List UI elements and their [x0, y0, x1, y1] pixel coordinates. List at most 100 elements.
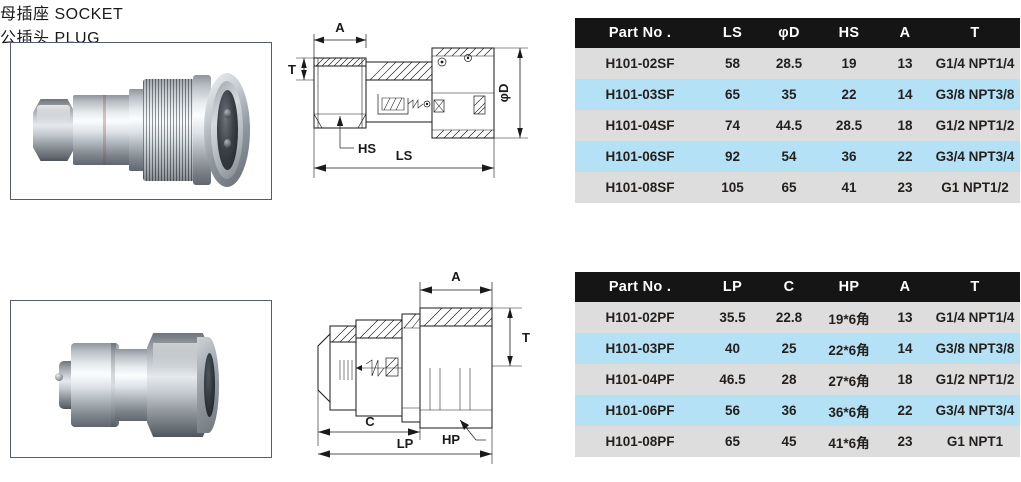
cell-phid: 28.5 — [760, 48, 818, 79]
socket-col-hs: HS — [818, 18, 880, 48]
cell-part-no: H101-06PF — [575, 395, 705, 426]
socket-col-t: T — [930, 18, 1020, 48]
table-row: H101-06SF 92 54 36 22 G3/4 NPT3/4 — [575, 141, 1020, 172]
socket-dim-ls-label: LS — [396, 148, 413, 163]
cell-hs: 19 — [818, 48, 880, 79]
socket-dim-hs-label: HS — [358, 141, 376, 156]
cell-a: 18 — [880, 364, 930, 395]
socket-engineering-drawing: A T HS LS φD — [282, 18, 540, 198]
cell-part-no: H101-02SF — [575, 48, 705, 79]
plug-dim-t-label: T — [522, 330, 530, 345]
plug-col-a: A — [880, 272, 930, 302]
socket-photo — [11, 43, 271, 199]
cell-ls: 58 — [705, 48, 760, 79]
cell-t: G1/4 NPT1/4 — [930, 48, 1020, 79]
plug-dim-c-label: C — [365, 414, 375, 429]
cell-lp: 65 — [705, 426, 760, 457]
plug-col-hp: HP — [818, 272, 880, 302]
table-row: H101-02SF 58 28.5 19 13 G1/4 NPT1/4 — [575, 48, 1020, 79]
cell-phid: 35 — [760, 79, 818, 110]
plug-dim-a-label: A — [451, 269, 461, 284]
socket-col-a: A — [880, 18, 930, 48]
socket-spec-table: Part No . LS φD HS A T H101-02SF 58 28.5… — [575, 18, 1020, 203]
cell-part-no: H101-04PF — [575, 364, 705, 395]
cell-lp: 35.5 — [705, 302, 760, 333]
cell-hs: 28.5 — [818, 110, 880, 141]
socket-section-title: 母插座 SOCKET — [0, 6, 124, 23]
cell-hp: 41*6角 — [818, 426, 880, 457]
cell-t: G1 NPT1/2 — [930, 172, 1020, 203]
cell-part-no: H101-03SF — [575, 79, 705, 110]
plug-col-part-no: Part No . — [575, 272, 705, 302]
plug-dim-lp-label: LP — [397, 436, 414, 451]
cell-ls: 92 — [705, 141, 760, 172]
cell-t: G1 NPT1 — [930, 426, 1020, 457]
cell-lp: 56 — [705, 395, 760, 426]
table-row: H101-02PF 35.5 22.8 19*6角 13 G1/4 NPT1/4 — [575, 302, 1020, 333]
plug-col-lp: LP — [705, 272, 760, 302]
cell-hp: 36*6角 — [818, 395, 880, 426]
cell-part-no: H101-03PF — [575, 333, 705, 364]
cell-hp: 22*6角 — [818, 333, 880, 364]
table-row: H101-04SF 74 44.5 28.5 18 G1/2 NPT1/2 — [575, 110, 1020, 141]
socket-col-part-no: Part No . — [575, 18, 705, 48]
cell-hs: 36 — [818, 141, 880, 172]
cell-hs: 41 — [818, 172, 880, 203]
table-row: H101-06PF 56 36 36*6角 22 G3/4 NPT3/4 — [575, 395, 1020, 426]
cell-t: G3/8 NPT3/8 — [930, 333, 1020, 364]
cell-c: 28 — [760, 364, 818, 395]
socket-col-phid: φD — [760, 18, 818, 48]
plug-spec-table: Part No . LP C HP A T H101-02PF 35.5 22.… — [575, 272, 1020, 457]
table-row: H101-03PF 40 25 22*6角 14 G3/8 NPT3/8 — [575, 333, 1020, 364]
cell-lp: 40 — [705, 333, 760, 364]
cell-a: 13 — [880, 48, 930, 79]
cell-c: 36 — [760, 395, 818, 426]
cell-lp: 46.5 — [705, 364, 760, 395]
cell-part-no: H101-02PF — [575, 302, 705, 333]
cell-hp: 19*6角 — [818, 302, 880, 333]
cell-phid: 44.5 — [760, 110, 818, 141]
cell-a: 23 — [880, 426, 930, 457]
socket-dim-phid-label: φD — [496, 84, 511, 103]
table-row: H101-04PF 46.5 28 27*6角 18 G1/2 NPT1/2 — [575, 364, 1020, 395]
plug-col-t: T — [930, 272, 1020, 302]
cell-hp: 27*6角 — [818, 364, 880, 395]
plug-photo — [11, 301, 271, 457]
cell-phid: 54 — [760, 141, 818, 172]
cell-hs: 22 — [818, 79, 880, 110]
socket-table-header-row: Part No . LS φD HS A T — [575, 18, 1020, 48]
cell-t: G1/4 NPT1/4 — [930, 302, 1020, 333]
socket-dim-a-label: A — [335, 20, 345, 35]
cell-t: G3/8 NPT3/8 — [930, 79, 1020, 110]
cell-part-no: H101-08PF — [575, 426, 705, 457]
cell-ls: 105 — [705, 172, 760, 203]
cell-a: 14 — [880, 79, 930, 110]
cell-part-no: H101-06SF — [575, 141, 705, 172]
cell-ls: 65 — [705, 79, 760, 110]
socket-col-ls: LS — [705, 18, 760, 48]
plug-photo-frame — [10, 300, 272, 458]
cell-phid: 65 — [760, 172, 818, 203]
cell-c: 25 — [760, 333, 818, 364]
table-row: H101-08SF 105 65 41 23 G1 NPT1/2 — [575, 172, 1020, 203]
plug-col-c: C — [760, 272, 818, 302]
cell-part-no: H101-04SF — [575, 110, 705, 141]
cell-a: 13 — [880, 302, 930, 333]
cell-part-no: H101-08SF — [575, 172, 705, 203]
plug-dim-hp-label: HP — [442, 432, 460, 447]
cell-a: 22 — [880, 395, 930, 426]
cell-a: 18 — [880, 110, 930, 141]
table-row: H101-08PF 65 45 41*6角 23 G1 NPT1 — [575, 426, 1020, 457]
socket-photo-frame — [10, 42, 272, 200]
plug-engineering-drawing: A T C HP LP — [310, 268, 540, 468]
cell-ls: 74 — [705, 110, 760, 141]
cell-c: 45 — [760, 426, 818, 457]
cell-t: G3/4 NPT3/4 — [930, 395, 1020, 426]
cell-a: 22 — [880, 141, 930, 172]
cell-c: 22.8 — [760, 302, 818, 333]
cell-t: G3/4 NPT3/4 — [930, 141, 1020, 172]
cell-a: 14 — [880, 333, 930, 364]
cell-a: 23 — [880, 172, 930, 203]
table-row: H101-03SF 65 35 22 14 G3/8 NPT3/8 — [575, 79, 1020, 110]
cell-t: G1/2 NPT1/2 — [930, 110, 1020, 141]
